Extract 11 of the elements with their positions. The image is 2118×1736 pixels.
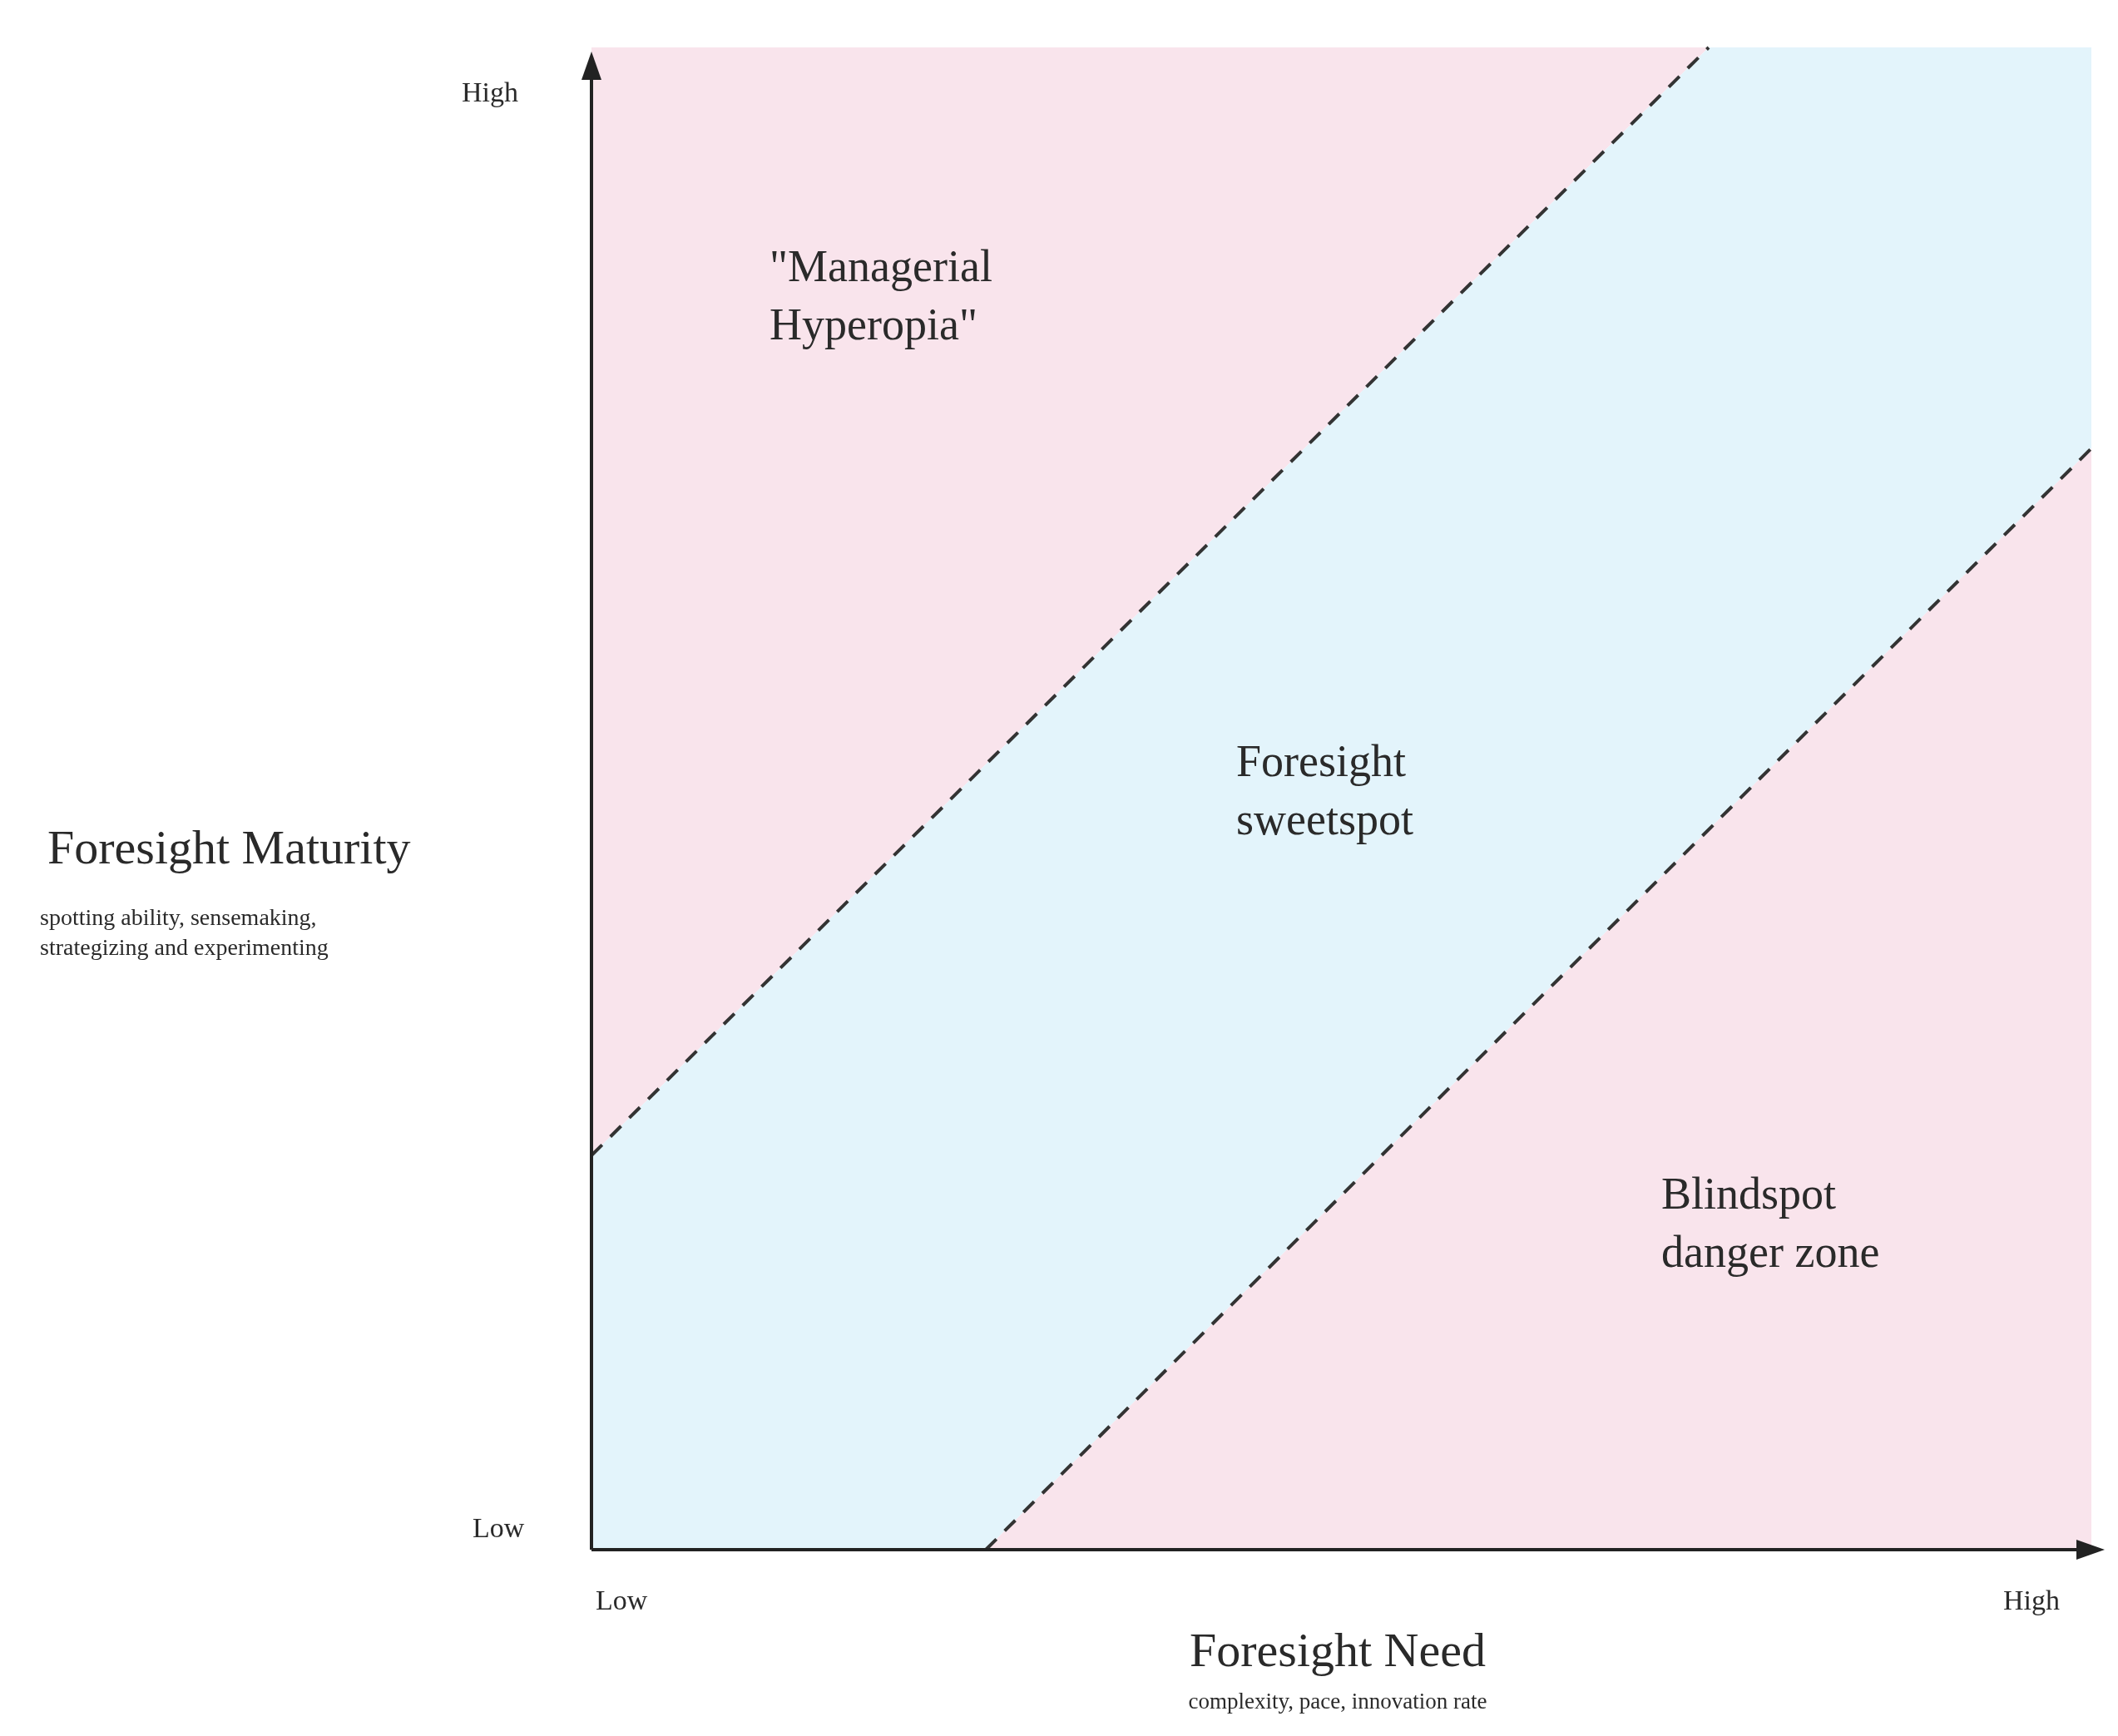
axis-title: Foresight Need: [1190, 1622, 1486, 1678]
zone-label: Foresight sweetspot: [1236, 735, 1414, 847]
axis-tick-label: Low: [596, 1585, 648, 1616]
axis-subtitle: complexity, pace, innovation rate: [1188, 1689, 1487, 1714]
axis-tick-label: High: [2003, 1585, 2060, 1616]
zone-label: "Managerial Hyperopia": [770, 240, 993, 352]
zone-label: Blindspot danger zone: [1661, 1168, 1881, 1279]
axis-tick-label: Low: [473, 1512, 525, 1544]
axis-tick-label: High: [462, 77, 518, 108]
axis-title: Foresight Maturity: [47, 819, 411, 875]
axis-subtitle: spotting ability, sensemaking, strategizing and experimenting: [40, 903, 329, 962]
